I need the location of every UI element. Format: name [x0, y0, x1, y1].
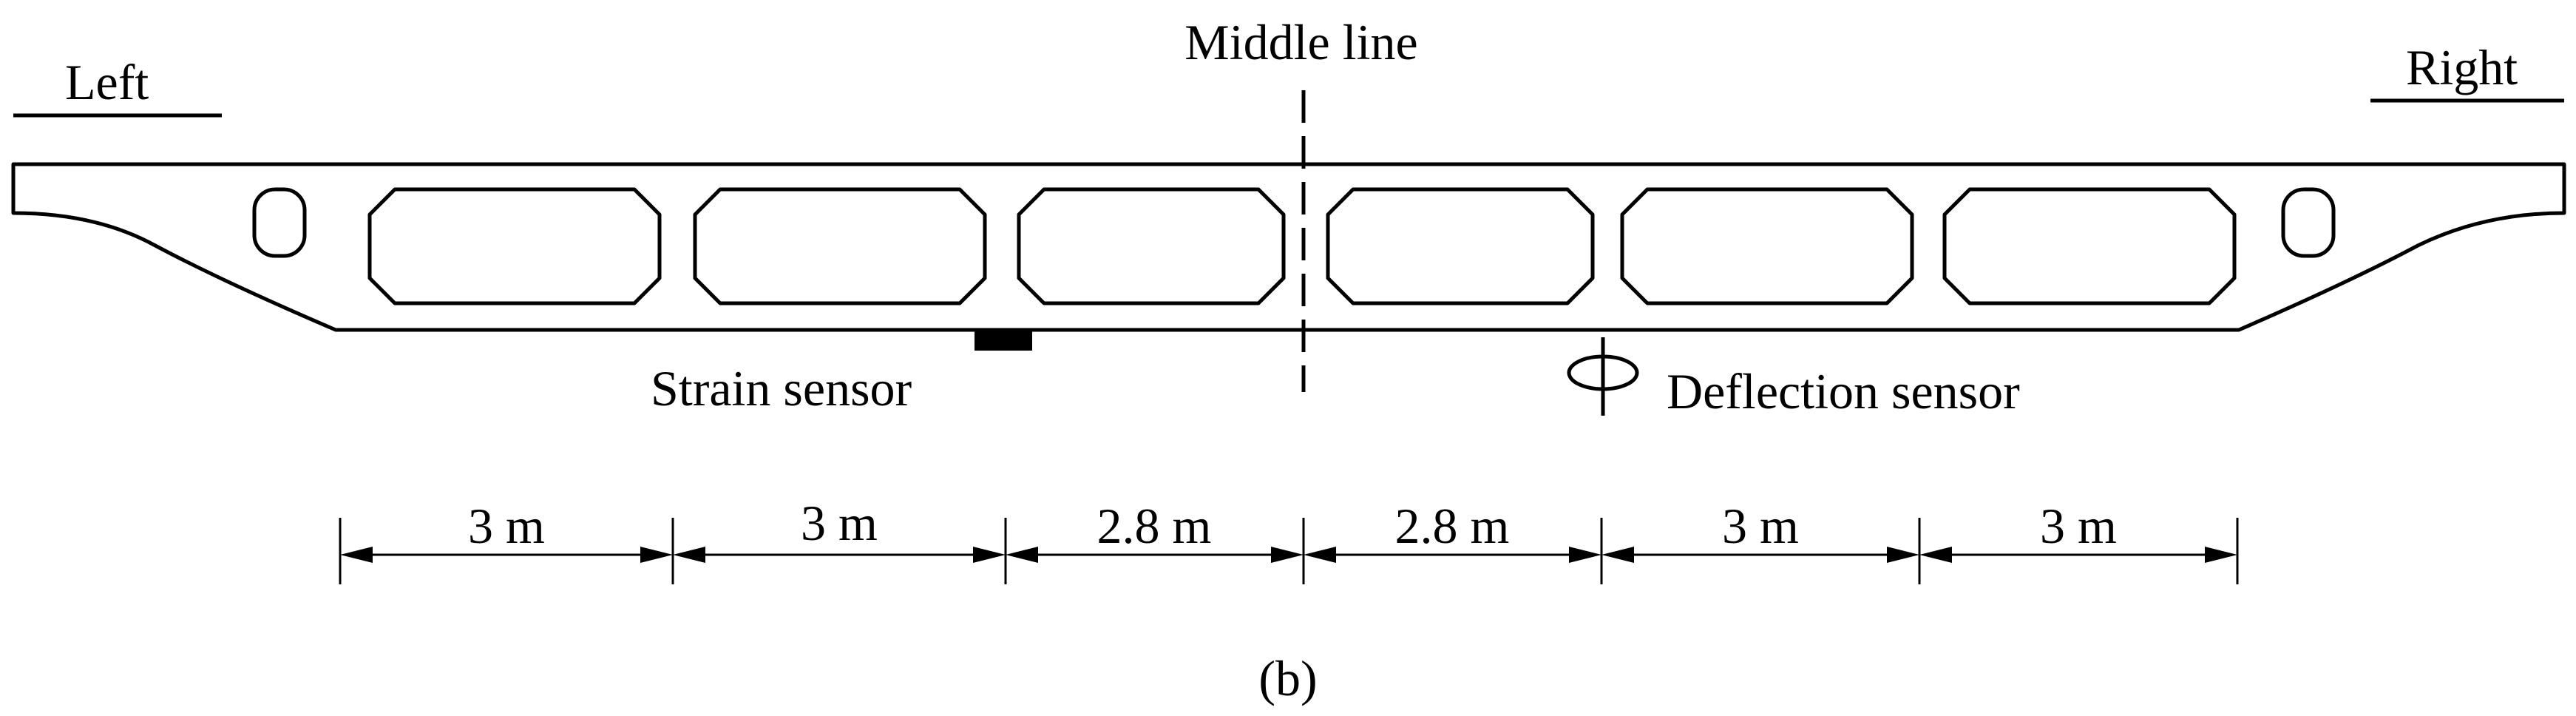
dimension-arrow-3 [1006, 547, 1304, 563]
strain-sensor-marker [975, 330, 1032, 351]
dimension-arrow-5 [1601, 547, 1919, 563]
dimension-arrow-6 [1919, 547, 2237, 563]
right-label: Right [2406, 39, 2518, 95]
dimension-arrow-4 [1304, 547, 1601, 563]
box-cell-3 [1017, 187, 1286, 305]
dimension-label-4: 2.8 m [1395, 498, 1510, 554]
dimension-label-1: 3 m [468, 498, 545, 554]
box-cell-5 [1620, 187, 1914, 305]
left-label: Left [65, 54, 149, 110]
right-end-void [2281, 187, 2336, 258]
dimension-arrow-1 [340, 547, 673, 563]
dimension-label-2: 3 m [801, 495, 878, 551]
figure-caption: (b) [1258, 650, 1317, 706]
dimension-label-6: 3 m [2040, 498, 2117, 554]
dimension-lines [339, 518, 2239, 584]
dimension-label-5: 3 m [1722, 498, 1799, 554]
deflection-sensor-icon [1567, 337, 1639, 416]
box-cell-2 [693, 187, 987, 305]
middle-line-label: Middle line [1184, 14, 1417, 70]
deflection-sensor-label: Deflection sensor [1667, 363, 2020, 419]
left-end-void [252, 187, 307, 258]
dimension-label-3: 2.8 m [1097, 498, 1212, 554]
box-cell-1 [367, 187, 662, 305]
box-cell-6 [1942, 187, 2237, 305]
dimension-arrow-2 [673, 547, 1006, 563]
girder-outline [11, 162, 2566, 332]
dimension-arrows [340, 547, 2237, 563]
box-cell-4 [1326, 187, 1595, 305]
strain-sensor-label: Strain sensor [651, 360, 912, 416]
